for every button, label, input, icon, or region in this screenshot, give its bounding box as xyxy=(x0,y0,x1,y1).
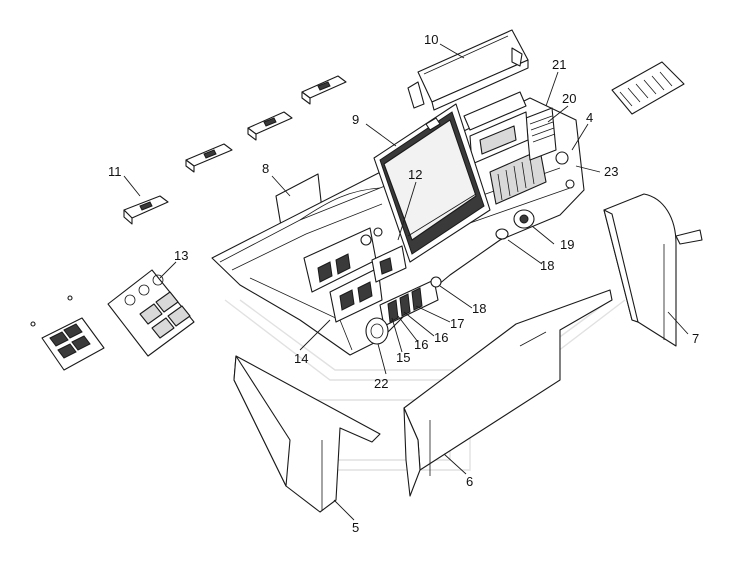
callout-23: 23 xyxy=(604,164,618,179)
callout-17: 17 xyxy=(450,316,464,331)
part-13-switch-plate xyxy=(107,269,195,357)
part-7-right-side-panel xyxy=(603,193,703,347)
switch-blank-2 xyxy=(185,143,233,173)
switch-blank-1 xyxy=(123,195,169,225)
part-11-switch-blanks xyxy=(123,75,347,225)
callout-5: 5 xyxy=(352,520,359,535)
part-5-lower-left-panel xyxy=(233,355,381,513)
leader-lines xyxy=(123,43,689,521)
callout-8: 8 xyxy=(262,161,269,176)
callout-9: 9 xyxy=(352,112,359,127)
switch-blank-4 xyxy=(301,75,347,105)
part-4-vent-grille xyxy=(611,61,685,115)
callout-15: 15 xyxy=(396,350,410,365)
switch-cap-set xyxy=(30,295,105,371)
callout-13: 13 xyxy=(174,248,188,263)
part-6-lower-panel xyxy=(403,289,613,497)
callout-11: 11 xyxy=(108,164,122,179)
callout-10: 10 xyxy=(424,32,438,47)
callout-18-lower: 18 xyxy=(472,301,486,316)
callout-7: 7 xyxy=(692,331,699,346)
callout-6: 6 xyxy=(466,474,473,489)
callout-12: 12 xyxy=(408,167,422,182)
callout-18-upper: 18 xyxy=(540,258,554,273)
callout-19: 19 xyxy=(560,237,574,252)
callout-22: 22 xyxy=(374,376,388,391)
callout-14: 14 xyxy=(294,351,308,366)
callout-4: 4 xyxy=(586,110,593,125)
callout-labels: 10 21 20 4 9 23 11 8 12 19 13 18 18 17 1… xyxy=(108,32,699,535)
callout-16-right: 16 xyxy=(434,330,448,345)
callout-20: 20 xyxy=(562,91,576,106)
part-10-top-display xyxy=(407,29,529,111)
callout-16-left: 16 xyxy=(414,337,428,352)
callout-21: 21 xyxy=(552,57,566,72)
switch-blank-3 xyxy=(247,111,293,141)
